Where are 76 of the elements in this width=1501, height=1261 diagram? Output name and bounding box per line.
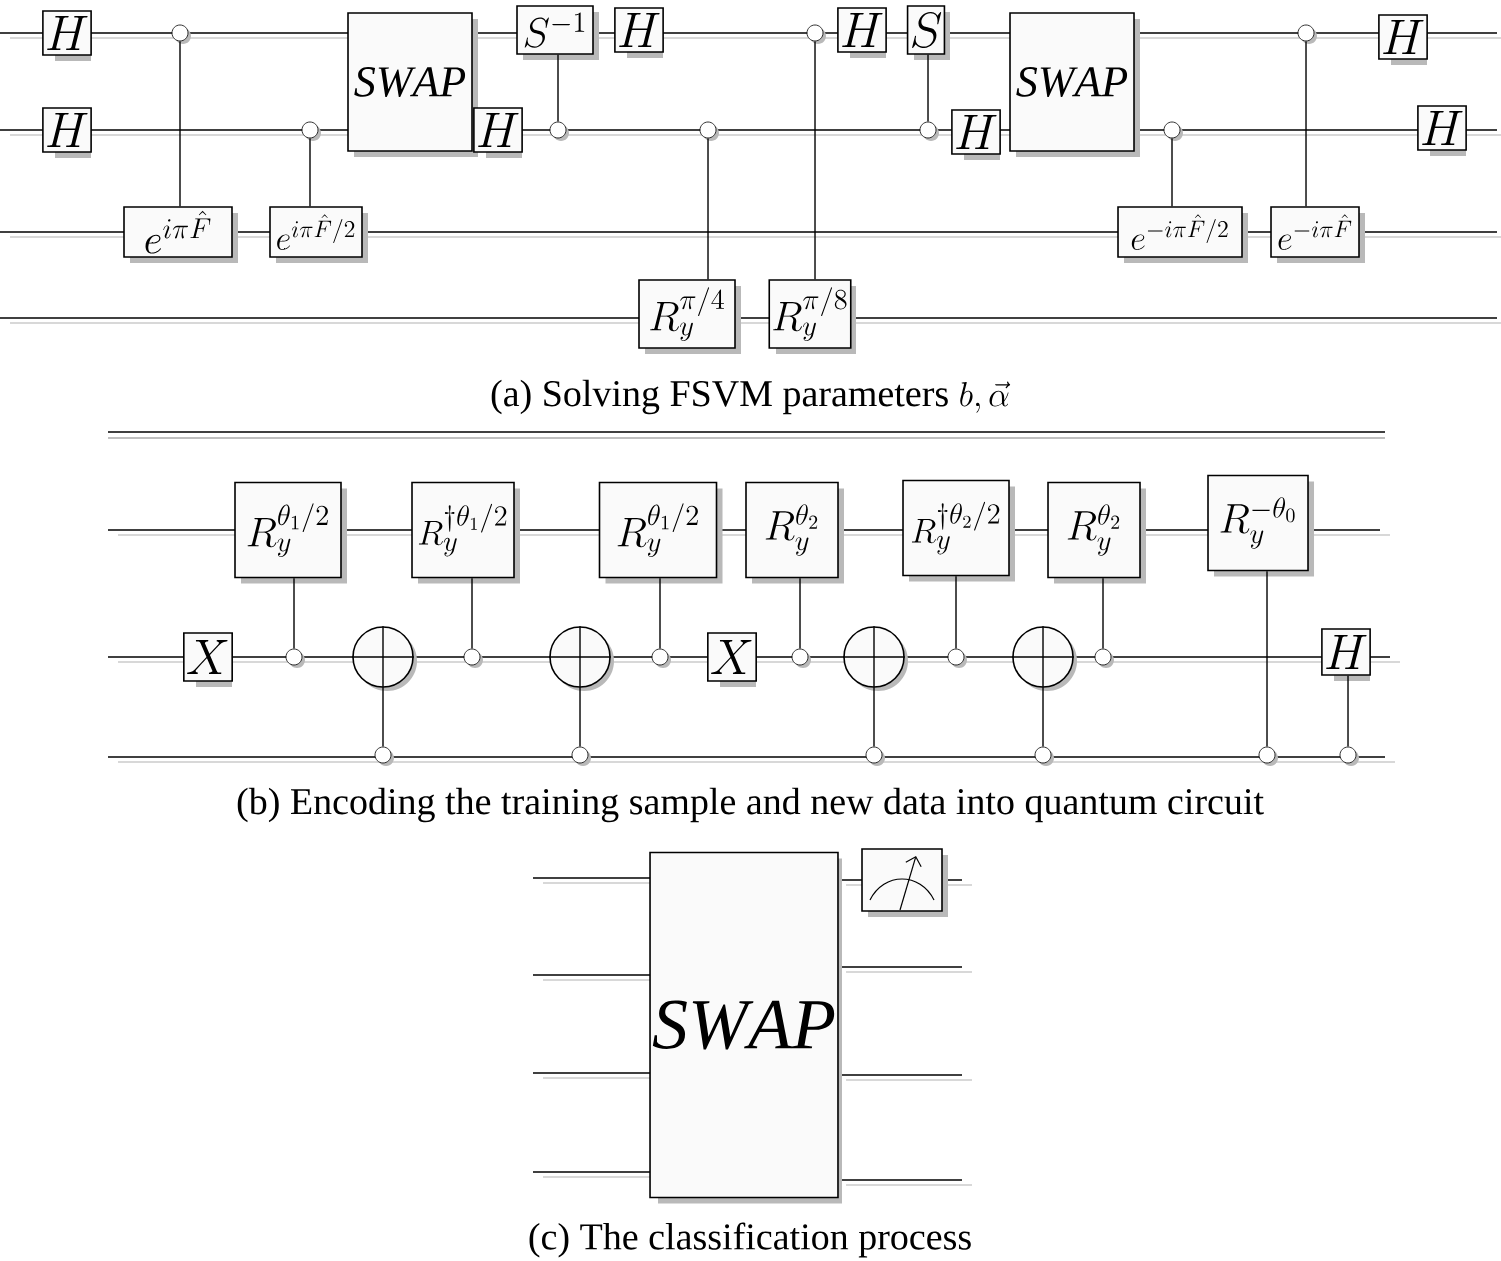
gate-box: $R_y^{\theta_2}$ [1047, 481, 1146, 584]
control-line [659, 577, 661, 650]
gate-box: $H$ [473, 107, 523, 158]
gate-box: $H$ [1321, 628, 1371, 681]
control-dot [301, 121, 321, 141]
control-dot [285, 648, 305, 668]
control-dot [171, 24, 191, 44]
gate-box: $X$ [183, 632, 233, 687]
control-dot [947, 648, 967, 668]
control-dot [571, 746, 591, 766]
gate-box: $\mathit{SWAP}$ [649, 851, 842, 1204]
caption: $\text{(a) Solving FSVM parameters }b,\vec{\alpha}$ [491, 379, 1011, 415]
gate-box: $H$ [837, 7, 887, 58]
control-dot [1034, 746, 1054, 766]
gate-box: $R_y^{\pi/8}$ [768, 279, 856, 354]
gate-box: $R_y^{\theta_1/2}$ [234, 481, 347, 584]
control-dot [651, 648, 671, 668]
control-line [814, 40, 816, 280]
control-dot [374, 746, 394, 766]
gate-box: $H$ [42, 10, 92, 61]
gate-box: $H$ [951, 109, 1001, 160]
gate-box: $H$ [42, 107, 92, 158]
control-line [557, 54, 559, 123]
control-line [179, 40, 181, 207]
target-symbol [842, 625, 908, 691]
gate-box: $e^{-i\pi\hat{F}}$ [1270, 206, 1365, 263]
gate-box: $R_y^{\pi/4}$ [638, 279, 741, 354]
measurement-box [861, 848, 948, 917]
control-dot [1339, 746, 1359, 766]
gate-box: $R_y^{\dagger\theta_2/2}$ [902, 479, 1015, 582]
control-line [309, 137, 311, 207]
control-line [293, 577, 295, 650]
control-dot [699, 121, 719, 141]
gate-box: $R_y^{\dagger\theta_1/2}$ [411, 481, 520, 584]
gate-box: $S^{-1}$ [516, 5, 599, 60]
control-line [382, 687, 384, 748]
control-dot [1163, 121, 1183, 141]
control-line [1347, 675, 1349, 748]
gate-box: $H$ [1417, 105, 1467, 156]
control-line [1266, 570, 1268, 748]
control-line [579, 687, 581, 748]
control-dot [919, 121, 939, 141]
target-symbol [548, 625, 614, 691]
control-line [1305, 40, 1307, 207]
control-dot [865, 746, 885, 766]
control-line [1171, 137, 1173, 207]
gate-box: $e^{-i\pi\hat{F}/2}$ [1117, 206, 1248, 263]
control-line [927, 54, 929, 123]
gate-box: $R_y^{-\theta_0}$ [1207, 474, 1314, 577]
control-dot [1094, 648, 1114, 668]
control-line [1042, 687, 1044, 748]
control-dot [1297, 24, 1317, 44]
gate-box: $e^{i\pi\hat{F}/2}$ [269, 206, 368, 263]
gate-box: $H$ [614, 7, 664, 58]
gate-box: $\mathit{SWAP}$ [347, 12, 478, 157]
gate-box: $\mathit{SWAP}$ [1009, 12, 1140, 157]
gate-box: $H$ [1378, 14, 1428, 65]
gate-box: $S$ [906, 5, 950, 60]
control-line [799, 577, 801, 650]
control-dot [463, 648, 483, 668]
gate-box: $R_y^{\theta_2}$ [745, 481, 844, 584]
control-dot [791, 648, 811, 668]
gate-box: $R_y^{\theta_1/2}$ [598, 481, 723, 584]
control-dot [549, 121, 569, 141]
control-line [1102, 577, 1104, 650]
control-line [471, 577, 473, 650]
control-dot [1258, 746, 1278, 766]
target-symbol [351, 625, 417, 691]
control-line [707, 137, 709, 280]
control-line [955, 575, 957, 650]
caption: (b) Encoding the training sample and new data into quantum circuit [237, 787, 1264, 823]
target-symbol [1011, 625, 1077, 691]
gate-box: $X$ [707, 632, 757, 687]
gate-box: $e^{i\pi\hat{F}}$ [123, 206, 238, 263]
control-dot [806, 24, 826, 44]
control-line [873, 687, 875, 748]
